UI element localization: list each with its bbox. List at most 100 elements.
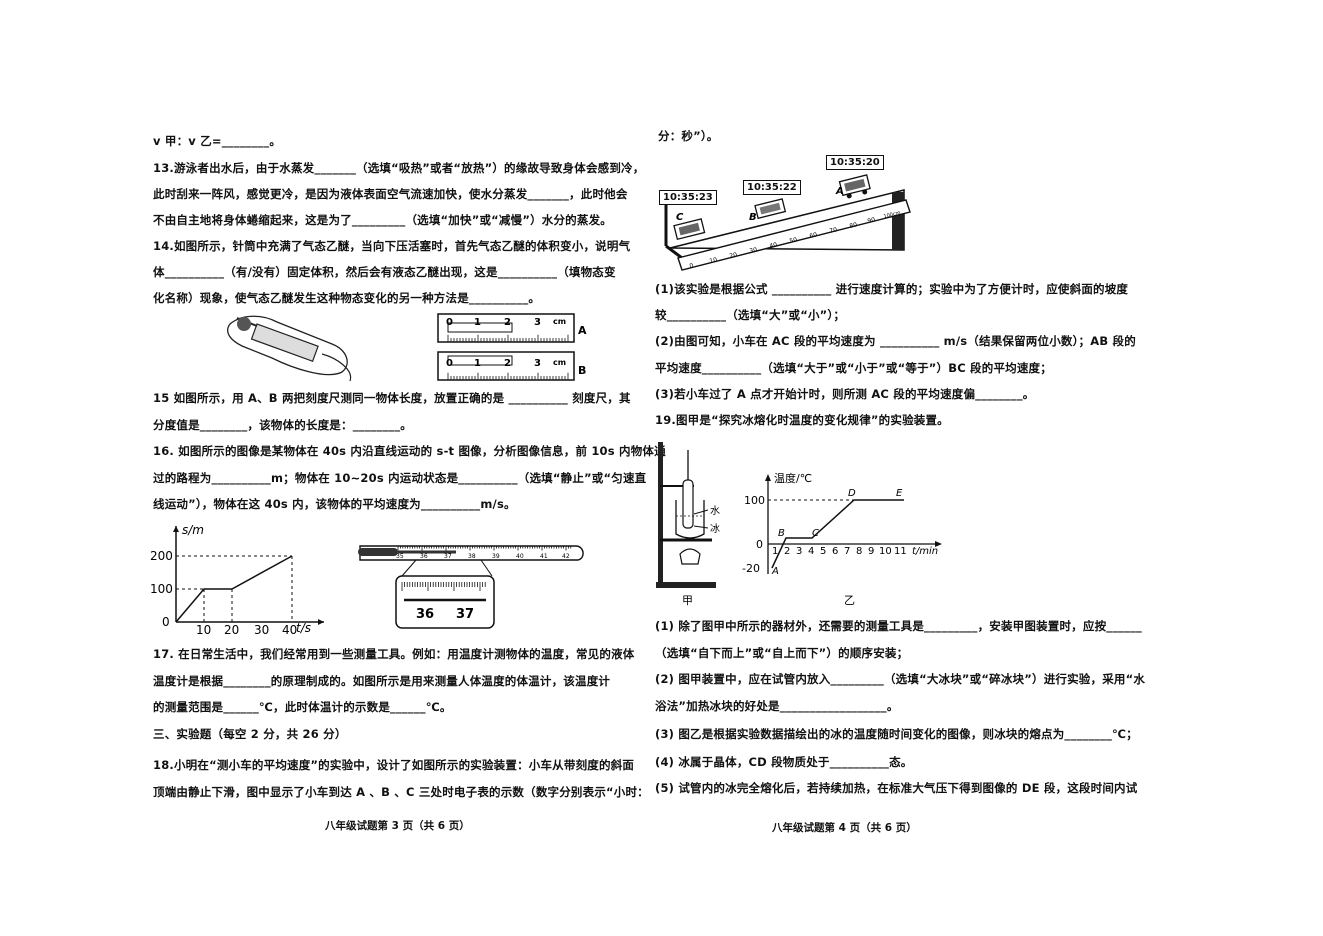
- slope-tick-30: 30: [749, 246, 758, 255]
- left-line-4: 14.如图所示，针筒中充满了气态乙醚，当向下压活塞时，首先气态乙醚的体积变小，说…: [153, 239, 631, 253]
- thermo-scale-40: 40: [516, 553, 524, 560]
- apparatus-figure: 水 冰 甲: [656, 442, 720, 607]
- st-xtick-20: 20: [224, 623, 239, 637]
- cart-b: [754, 198, 787, 220]
- st-ytick-200: 200: [150, 549, 173, 563]
- slope-tick-70: 70: [829, 226, 838, 235]
- ruler-a-tick-1: 1: [474, 317, 481, 328]
- right-line-11: (3) 图乙是根据实验数据描绘出的冰的温度随时间变化的图像，则冰块的熔点为___…: [655, 727, 1138, 741]
- left-line-0: v 甲：v 乙=________。: [153, 134, 282, 148]
- ruler-b-tick-3: 3: [534, 358, 541, 369]
- ruler-b-tick-0: 0: [446, 358, 453, 369]
- st-xtick-40: 40: [282, 623, 297, 637]
- left-line-3: 不由自主地将身体蜷缩起来，这是为了_________（选填“加快”或“减慢”）水…: [153, 213, 612, 227]
- st-xlabel: t/s: [296, 621, 311, 635]
- left-line-2: 此时刮来一阵风，感觉更冷，是因为液体表面空气流速加快，使水分蒸发_______，…: [153, 187, 628, 201]
- test-tube: [682, 479, 694, 529]
- temp-point-d: D: [848, 488, 856, 499]
- object-b: [447, 355, 513, 366]
- temp-point-e: E: [896, 488, 903, 499]
- temp-xtick-7: 7: [844, 546, 850, 557]
- caption-jia: 甲: [682, 594, 693, 607]
- thermo-scale-36: 36: [420, 553, 428, 560]
- right-line-7: (1) 除了图甲中所示的器材外，还需要的测量工具是_________，安装甲图装…: [655, 619, 1142, 633]
- right-line-5: (3)若小车过了 A 点才开始计时，则所测 AC 段的平均速度偏________…: [655, 387, 1035, 401]
- slope-tick-0: 0: [689, 262, 695, 270]
- ruler-a-label: A: [578, 324, 587, 337]
- temp-point-a: A: [771, 566, 779, 577]
- thermo-scale-41: 41: [540, 553, 548, 560]
- slope-tick-90: 90: [867, 216, 876, 225]
- ruler-a-unit: cm: [553, 317, 566, 326]
- left-line-16: 18.小明在“测小车的平均速度”的实验中，设计了如图所示的实验装置：小车从带刻度…: [153, 758, 635, 772]
- slope-tick-80: 80: [849, 221, 858, 230]
- burner: [679, 548, 701, 565]
- point-b: B: [749, 212, 757, 223]
- temp-graph: 温度/℃ t/min 100 0 -20 1 2 3 4 5 6 7 8 9 1…: [742, 471, 942, 607]
- st-ylabel: s/m: [182, 523, 204, 537]
- right-footer: 八年级试题第 4 页（共 6 页）: [772, 822, 917, 834]
- left-line-12: 17. 在日常生活中，我们经常用到一些测量工具。例如：用温度计测物体的温度，常见…: [153, 647, 635, 661]
- zoom-37: 37: [456, 607, 474, 622]
- clock-b: 10:35:22: [743, 180, 801, 195]
- left-line-7: 15 如图所示，用 A、B 两把刻度尺测同一物体长度，放置正确的是 ______…: [153, 391, 631, 405]
- point-a: A: [835, 186, 844, 197]
- st-graph: s/m t/s 200 100 0 10 20 30 40: [150, 523, 324, 637]
- thermo-scale-37: 37: [444, 553, 452, 560]
- thermometer-figure: 35 36 37 38 39 40 41 42 36 37: [358, 545, 584, 629]
- left-line-17: 顶端由静止下滑，图中显示了小车到达 A 、B 、C 三处时电子表的示数（数字分别…: [153, 785, 649, 799]
- temp-point-b: B: [778, 528, 785, 539]
- left-line-6: 化名称）现象，使气态乙醚发生这种物态变化的另一种方法是__________。: [153, 291, 541, 305]
- clock-c: 10:35:23: [659, 190, 717, 205]
- right-line-0: 分：秒”）。: [658, 129, 719, 143]
- temp-xlabel: t/min: [912, 546, 938, 557]
- slope-tick-40: 40: [769, 241, 778, 250]
- clock-a: 10:35:20: [826, 155, 884, 170]
- right-line-13: (5) 试管内的冰完全熔化后，若持续加热，在标准大气压下得到图像的 DE 段，这…: [655, 781, 1138, 795]
- temp-xtick-2: 2: [784, 546, 790, 557]
- left-line-1: 13.游泳者出水后，由于水蒸发_______（选填“吸热”或者“放热”）的缘故导…: [153, 161, 645, 175]
- temp-ytick-neg20: -20: [742, 562, 760, 575]
- syringe-figure: [227, 315, 352, 382]
- temp-xtick-8: 8: [856, 546, 862, 557]
- ruler-a-tick-2: 2: [504, 317, 511, 328]
- ruler-b-tick-1: 1: [474, 358, 481, 369]
- ice-label: 冰: [710, 522, 720, 535]
- temp-xtick-10: 10: [879, 546, 892, 557]
- right-line-9: (2) 图甲装置中，应在试管内放入_________（选填“大冰块”或“碎冰块”…: [655, 672, 1146, 686]
- section-heading: 三、实验题（每空 2 分，共 26 分）: [153, 727, 347, 741]
- slope-tick-60: 60: [809, 231, 818, 240]
- temp-ylabel: 温度/℃: [774, 471, 812, 485]
- left-line-8: 分度值是________，该物体的长度是：________。: [153, 418, 412, 432]
- ruler-a-tick-3: 3: [534, 317, 541, 328]
- temp-ytick-0: 0: [756, 538, 763, 551]
- thermo-scale-38: 38: [468, 553, 476, 560]
- thermo-scale-42: 42: [562, 553, 570, 560]
- st-xtick-30: 30: [254, 623, 269, 637]
- thermo-scale-39: 39: [492, 553, 500, 560]
- left-line-13: 温度计是根据________的原理制成的。如图所示是用来测量人体温度的体温计，该…: [153, 674, 611, 688]
- temp-xtick-5: 5: [820, 546, 826, 557]
- ruler-a-tick-0: 0: [446, 317, 453, 328]
- incline-ruler: [677, 199, 911, 271]
- right-line-10: 浴法”加热冰块的好处是__________________。: [655, 699, 899, 713]
- left-line-5: 体__________（有/没有）固定体积，然后会有液态乙醚出现，这是_____…: [153, 265, 616, 279]
- temp-ytick-100: 100: [744, 494, 765, 507]
- thermometer-zoom: [395, 575, 495, 629]
- right-line-6: 19.图甲是“探究冰熔化时温度的变化规律”的实验装置。: [655, 413, 949, 427]
- st-ytick-100: 100: [150, 582, 173, 596]
- st-ytick-0: 0: [162, 615, 170, 629]
- right-line-2: 较__________（选填“大”或“小”）；: [655, 308, 846, 322]
- ruler-a: [437, 313, 575, 343]
- left-line-14: 的测量范围是______℃，此时体温计的示数是______℃。: [153, 700, 452, 714]
- right-line-4: 平均速度__________（选填“大于”或“小于”或“等于”）BC 段的平均速…: [655, 361, 1052, 375]
- temp-point-c: C: [812, 528, 819, 539]
- object-a: [447, 322, 513, 333]
- temp-line: [771, 499, 904, 569]
- point-c: C: [676, 212, 684, 223]
- st-line: [175, 555, 293, 623]
- left-line-10: 过的路程为__________m；物体在 10~20s 内运动状态是______…: [153, 471, 647, 485]
- temp-xtick-11: 11: [894, 546, 907, 557]
- slope-tick-20: 20: [729, 251, 738, 260]
